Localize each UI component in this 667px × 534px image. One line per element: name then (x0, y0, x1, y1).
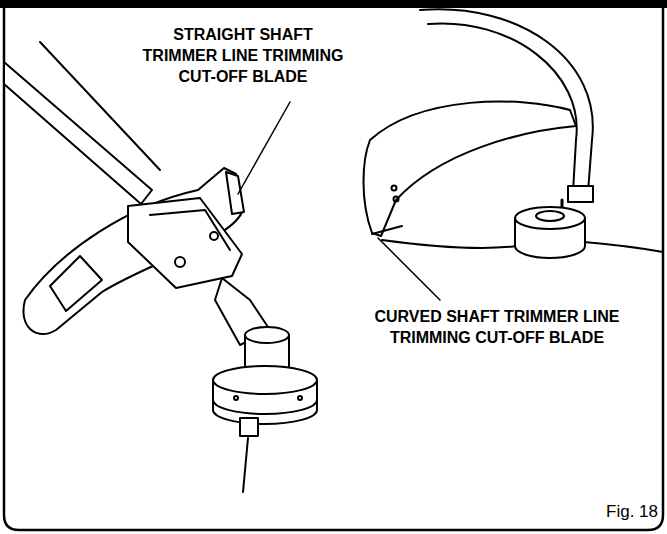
leader-line (238, 102, 290, 194)
frame-bar (0, 0, 667, 8)
frame (4, 4, 663, 530)
part-label: STRAIGHT SHAFT TRIMMER LINE TRIMMING CUT… (118, 24, 368, 87)
leader-line (378, 238, 440, 300)
part-label: CURVED SHAFT TRIMMER LINE TRIMMING CUT-O… (357, 306, 637, 348)
figure-number: Fig. 18 (538, 501, 658, 522)
straight-shaft-trimmer (4, 42, 317, 492)
curved-shaft-trimmer (364, 9, 664, 300)
